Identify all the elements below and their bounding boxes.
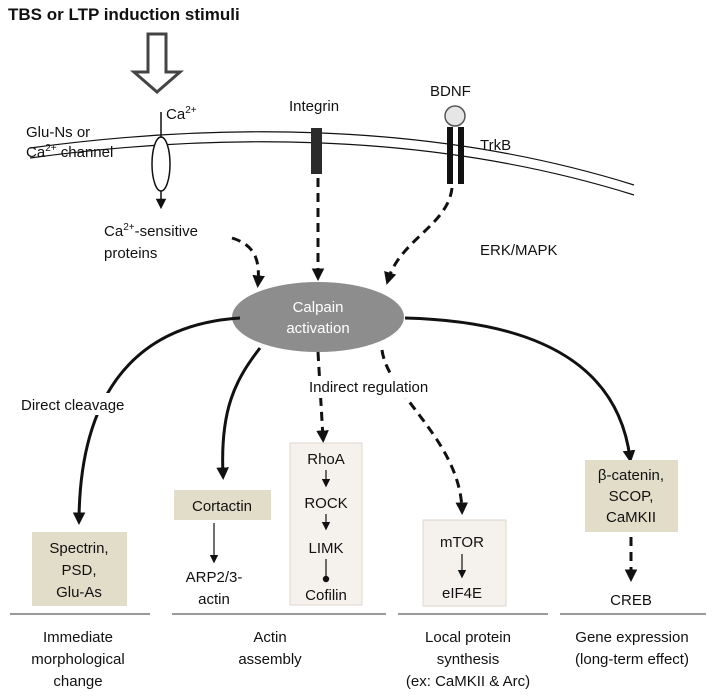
outcome-gene-line2: (long-term effect) <box>575 651 689 668</box>
mtor-arrow <box>380 349 469 516</box>
arp-line1: ARP2/3- <box>186 569 243 586</box>
rock-label: ROCK <box>304 495 347 512</box>
integrin-icon <box>311 128 322 174</box>
calpain-label-line2: activation <box>286 320 349 337</box>
trkb-to-calpain-arrow <box>384 187 454 285</box>
cofilin-label: Cofilin <box>305 587 347 604</box>
erk-label: ERK/MAPK <box>480 242 558 259</box>
outcome-immediate-line3: change <box>53 673 102 690</box>
membrane-outer-line <box>29 131 635 186</box>
outcome-local-line1: Local protein <box>425 629 511 646</box>
creb-label: CREB <box>610 592 652 609</box>
rhoa-label: RhoA <box>307 451 345 468</box>
channel-label-line2: Ca2+ channel <box>26 143 113 161</box>
stimulus-arrow-icon <box>129 32 185 94</box>
integrin-label: Integrin <box>289 98 339 115</box>
indirect-regulation-bg <box>305 376 475 398</box>
bdnf-label: BDNF <box>430 83 471 100</box>
spectrin-line2: PSD, <box>61 562 96 579</box>
outcome-local-line3: (ex: CaMKII & Arc) <box>406 673 530 690</box>
ca-label: Ca2+ <box>166 105 197 123</box>
direct-cleavage-label: Direct cleavage <box>21 397 124 414</box>
outcome-local-line2: synthesis <box>437 651 500 668</box>
cortactin-arrow <box>216 347 262 481</box>
calpain-label-line1: Calpain <box>293 299 344 316</box>
mtor-chain-box <box>422 519 507 607</box>
trkb-label: TrkB <box>480 137 511 154</box>
bdnf-icon <box>444 105 466 127</box>
channel-label-line1: Glu-Ns or <box>26 124 90 141</box>
catenin-box <box>585 460 678 532</box>
spectrin-line3: Glu-As <box>56 584 102 601</box>
spectrin-box <box>32 532 127 606</box>
direct-cleavage-bg <box>16 393 184 415</box>
channel-icon <box>151 136 171 192</box>
ca-sensitive-label-line2: proteins <box>104 245 157 262</box>
ca-to-calpain-arrow <box>231 236 265 289</box>
outcome-gene-line1: Gene expression <box>575 629 688 646</box>
cortactin-label: Cortactin <box>192 498 252 515</box>
inhibit-dot-icon <box>322 575 330 583</box>
catenin-line1: β-catenin, <box>598 467 664 484</box>
limk-label: LIMK <box>308 540 343 557</box>
direct-cleavage-arrow <box>72 316 241 526</box>
arp-line2: actin <box>198 591 230 608</box>
indirect-regulation-label: Indirect regulation <box>309 379 428 396</box>
trkb-right-icon <box>458 127 464 184</box>
outcome-actin-line1: Actin <box>253 629 286 646</box>
trkb-left-icon <box>447 127 453 184</box>
catenin-line2: SCOP, <box>609 488 654 505</box>
membrane-inner-line <box>29 141 635 196</box>
outcome-actin-line2: assembly <box>238 651 302 668</box>
ca-sensitive-label: Ca2+-sensitive <box>104 222 198 240</box>
calpain-node <box>232 282 404 352</box>
spectrin-line1: Spectrin, <box>49 540 108 557</box>
outcome-immediate-line2: morphological <box>31 651 124 668</box>
eif4e-label: eIF4E <box>442 585 482 602</box>
catenin-arrow <box>404 316 636 463</box>
catenin-line3: CaMKII <box>606 509 656 526</box>
cortactin-box <box>174 490 271 520</box>
diagram-title: TBS or LTP induction stimuli <box>8 5 240 24</box>
outcome-immediate-line1: Immediate <box>43 629 113 646</box>
mtor-label: mTOR <box>440 534 484 551</box>
